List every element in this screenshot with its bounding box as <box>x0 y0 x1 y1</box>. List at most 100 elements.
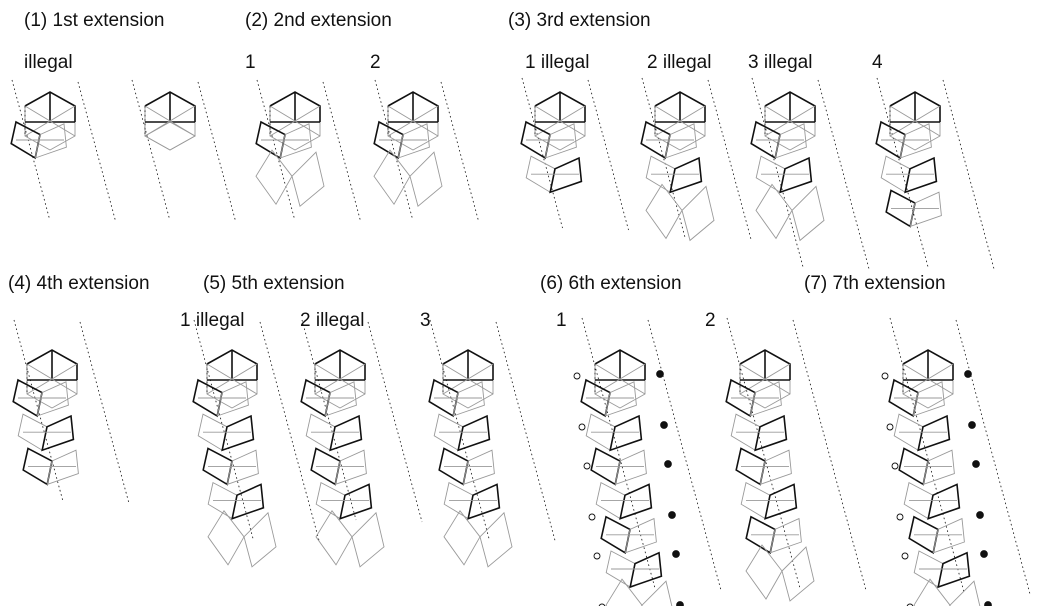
guide-line-left <box>521 77 563 229</box>
flare-tile <box>291 151 325 207</box>
filled-dot-marker <box>672 550 680 558</box>
rhombus-tile <box>324 381 357 417</box>
panel-1-illegal <box>10 79 117 223</box>
panel-6-2 <box>725 317 867 602</box>
heading-4th-extension: (4) 4th extension <box>8 273 150 294</box>
guide-line-right <box>367 321 423 523</box>
guide-line-right <box>942 79 995 271</box>
guide-line-right <box>587 79 629 231</box>
rhombus-tile <box>909 191 942 228</box>
panel-label-3-1-illegal: 1 illegal <box>525 52 589 73</box>
rhombus-tile <box>664 123 697 159</box>
guide-line-right <box>197 81 237 223</box>
flare-tile <box>791 185 825 242</box>
open-dot-marker <box>881 372 889 380</box>
rhombus-tile <box>397 123 430 159</box>
rhombus-tile <box>774 123 807 159</box>
flare-tile <box>373 149 411 206</box>
guide-line-right <box>79 321 129 503</box>
heading-3rd-extension: (3) 3rd extension <box>508 10 651 31</box>
rhombus-tile <box>609 414 643 452</box>
flare-tile <box>745 544 783 600</box>
rhombus-tile <box>937 551 971 589</box>
flare-tile <box>913 578 951 606</box>
panel-3-3 <box>750 77 870 271</box>
rhombus-tile <box>764 483 798 520</box>
rhombus-tile <box>334 449 367 486</box>
tiling-drawings <box>10 77 1031 606</box>
hexagon-edge <box>739 349 791 380</box>
flare-tile <box>207 510 245 566</box>
guide-line-right <box>647 319 722 591</box>
heading-1st-extension: (1) 1st extension <box>24 10 164 31</box>
hexagon-edge <box>24 91 76 122</box>
hexagon-edge <box>206 349 258 380</box>
guide-line-right <box>707 79 752 241</box>
flare-tile <box>681 185 715 242</box>
heading-2nd-extension: (2) 2nd extension <box>245 10 392 31</box>
panel-6-1 <box>573 317 722 606</box>
guide-line-left <box>876 77 929 269</box>
flare-tile <box>315 510 353 566</box>
panel-5-1 <box>192 319 320 568</box>
open-dot-marker <box>891 462 899 470</box>
flare-tile <box>243 511 277 568</box>
panel-7 <box>881 317 1031 606</box>
open-dot-marker <box>583 462 591 470</box>
guide-line-right <box>322 81 362 223</box>
rhombus-tile <box>279 123 312 159</box>
rhombus-tile <box>619 483 653 520</box>
rhombus-tile <box>34 123 67 159</box>
rhombus-tile <box>467 483 501 520</box>
rhombus-tile <box>231 483 265 520</box>
panel-5-2 <box>300 319 423 568</box>
rhombus-tile <box>604 381 637 417</box>
rhombus-tile <box>759 449 792 486</box>
hexagon-edge <box>534 91 586 122</box>
panel-3-1 <box>520 77 629 231</box>
filled-dot-marker <box>980 550 988 558</box>
panel-3-2 <box>640 77 752 242</box>
base-rhombus <box>144 121 196 151</box>
panel-2-2 <box>373 79 480 223</box>
guide-line-left <box>131 79 171 221</box>
rhombus-tile <box>41 414 75 452</box>
rhombus-tile <box>549 156 583 194</box>
heading-7th-extension: (7) 7th extension <box>804 273 946 294</box>
guide-line-left <box>751 77 804 269</box>
panel-label-5-3: 3 <box>420 310 431 331</box>
rhombus-tile <box>216 381 249 417</box>
guide-line-left <box>256 79 296 221</box>
flare-tile <box>781 546 815 602</box>
hexagon-edge <box>26 349 78 380</box>
guide-line-right <box>495 321 556 543</box>
guide-line-right <box>817 79 870 271</box>
rhombus-tile <box>457 414 491 452</box>
panel-label-5-1-illegal: 1 illegal <box>180 310 244 331</box>
filled-dot-marker <box>668 511 676 519</box>
flare-tile <box>949 580 981 606</box>
rhombus-tile <box>629 551 663 589</box>
open-dot-marker <box>573 372 581 380</box>
rhombus-tile <box>46 449 79 486</box>
rhombus-tile <box>932 517 965 554</box>
guide-line-left <box>11 79 51 221</box>
guide-line-left <box>429 319 490 541</box>
rhombus-tile <box>452 381 485 417</box>
hexagon-edge <box>387 91 439 122</box>
filled-dot-marker <box>964 370 972 378</box>
guide-line-left <box>889 317 965 594</box>
heading-5th-extension: (5) 5th extension <box>203 273 345 294</box>
open-dot-marker <box>896 513 904 521</box>
rhombus-tile <box>544 123 577 159</box>
hexagon-edge <box>144 91 196 122</box>
hexagon-edge <box>594 349 646 380</box>
panel-4 <box>12 319 129 503</box>
flare-tile <box>605 578 643 606</box>
hexagon-edge <box>314 349 366 380</box>
guide-line-left <box>193 319 254 541</box>
rhombus-tile <box>226 449 259 486</box>
panel-3-4 <box>875 77 995 271</box>
panel-label-3-3-illegal: 3 illegal <box>748 52 812 73</box>
